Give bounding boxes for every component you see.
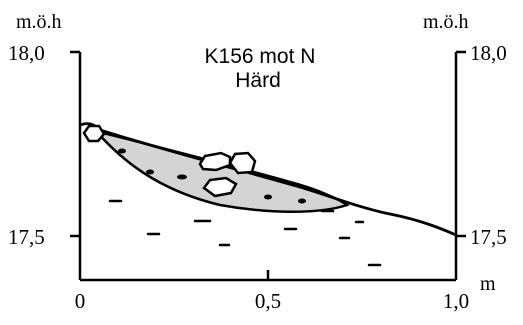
stone: [228, 151, 257, 175]
figure-subtitle: Härd: [235, 69, 281, 92]
x-tick-label: 1,0: [443, 289, 469, 313]
right-tick-label: 18,0: [470, 41, 507, 65]
x-axis: [78, 270, 458, 282]
figure-title: K156 mot N: [205, 45, 316, 68]
left-tick-label: 18,0: [8, 41, 45, 65]
left-y-axis: [70, 50, 82, 270]
stone: [82, 124, 106, 143]
x-unit-label: m: [480, 273, 496, 295]
right-tick-label: 17,5: [470, 225, 507, 249]
stone: [198, 151, 232, 172]
left-unit-label: m.ö.h: [16, 11, 62, 33]
right-y-axis: [454, 50, 466, 270]
subsoil-dashes: [108, 199, 382, 267]
ground-surface-line: [79, 122, 457, 237]
x-tick-label: 0: [75, 289, 86, 313]
right-unit-label: m.ö.h: [423, 11, 469, 33]
charcoal-flecks: [118, 148, 306, 204]
x-tick-label: 0,5: [255, 289, 281, 313]
stone: [202, 176, 238, 198]
stones: [82, 124, 257, 198]
left-tick-label: 17,5: [8, 225, 45, 249]
hearth-lens: [92, 128, 350, 213]
